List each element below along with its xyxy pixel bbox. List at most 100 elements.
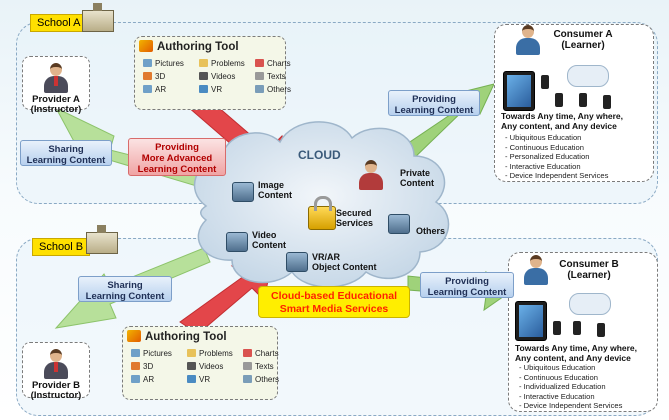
video-icon [187, 362, 196, 370]
school-a-building-icon [82, 3, 114, 32]
school-a-tag: School A [30, 14, 88, 32]
school-b-building-icon [86, 225, 118, 254]
list-item: - Individualized Education [519, 382, 606, 392]
vr-icon [199, 85, 208, 93]
video-icon [199, 72, 208, 80]
tool-item-charts: Charts [255, 59, 307, 68]
image-content-icon [232, 182, 254, 202]
tool-item-videos: Videos [187, 362, 243, 371]
authoring-tool-a: Authoring Tool Pictures Problems Charts … [134, 36, 291, 110]
phone-icon [541, 75, 549, 89]
learner-icon [523, 255, 549, 285]
list-item: - Device Independent Services [519, 401, 623, 411]
provider-b-name: Provider B [31, 380, 81, 391]
lock-icon [308, 196, 336, 230]
tool-item-vr: VR [199, 85, 255, 94]
3d-icon [143, 72, 152, 80]
list-item: - Personalized Education [505, 152, 590, 162]
provider-a-role: (Instructor) [30, 104, 82, 115]
consumer-b-features: - Ubiquitous Education - Continuous Educ… [519, 363, 622, 411]
authoring-tool-b-items: Pictures Problems Charts 3D Videos Texts… [131, 349, 295, 384]
list-item: - Interactive Education [519, 391, 595, 401]
list-item: - Ubiquitous Education [505, 133, 582, 142]
cloud-network-icon [569, 293, 611, 315]
tool-item-texts: Texts [243, 362, 295, 371]
ar-icon [131, 375, 140, 383]
others-icon [243, 375, 252, 383]
authoring-tool-b: Authoring Tool Pictures Problems Charts … [122, 326, 279, 400]
tool-item-texts: Texts [255, 72, 307, 81]
vrar-content-icon [286, 252, 308, 272]
phone-icon [603, 95, 611, 109]
ar-icon [143, 85, 152, 93]
provider-b: Provider B (Instructor) [22, 342, 90, 401]
problem-icon [187, 349, 196, 357]
instructor-icon [43, 349, 69, 379]
phone-icon [573, 321, 581, 335]
consumer-a-title: Consumer A (Learner) [553, 29, 613, 51]
tool-item-pictures: Pictures [143, 59, 199, 68]
tool-item-vr: VR [187, 375, 243, 384]
instructor-icon [43, 63, 69, 93]
vr-icon [187, 375, 196, 383]
private-user-icon [358, 160, 384, 190]
picture-icon [143, 59, 152, 67]
learner-icon [515, 25, 541, 55]
tablet-icon [515, 301, 547, 341]
tool-item-others: Others [255, 85, 307, 94]
pen-tool-icon [127, 330, 141, 342]
consumer-a-headline: Towards Any time, Any where, Any content… [501, 111, 624, 131]
others-server-icon [388, 214, 410, 234]
school-b-label: School B [39, 241, 84, 253]
text-icon [255, 72, 264, 80]
phone-icon [579, 93, 587, 107]
consumer-b-headline: Towards Any time, Any where, Any content… [515, 343, 638, 363]
provider-b-role: (Instructor) [30, 390, 82, 401]
tool-item-3d: 3D [131, 362, 187, 371]
list-item: - Continuous Education [519, 372, 598, 382]
provider-a-name: Provider A [32, 94, 80, 105]
authoring-tool-a-items: Pictures Problems Charts 3D Videos Texts… [143, 59, 307, 94]
pen-tool-icon [139, 40, 153, 52]
cloud-network-icon [567, 65, 609, 87]
tablet-icon [503, 71, 535, 111]
tool-item-problems: Problems [187, 349, 243, 358]
phone-icon [555, 93, 563, 107]
tool-item-charts: Charts [243, 349, 295, 358]
others-icon [255, 85, 264, 93]
consumer-a: Consumer A (Learner) Towards Any time, A… [494, 24, 654, 182]
tool-item-ar: AR [143, 85, 199, 94]
problem-icon [199, 59, 208, 67]
consumer-b: Consumer B (Learner) Towards Any time, A… [508, 252, 658, 412]
chart-icon [255, 59, 264, 67]
tool-item-others: Others [243, 375, 295, 384]
consumer-b-title: Consumer B (Learner) [559, 259, 619, 281]
authoring-tool-b-title: Authoring Tool [127, 330, 227, 343]
phone-icon [553, 321, 561, 335]
chart-icon [243, 349, 252, 357]
video-content-icon [226, 232, 248, 252]
list-item: - Continuous Education [505, 142, 584, 152]
picture-icon [131, 349, 140, 357]
tool-item-pictures: Pictures [131, 349, 187, 358]
authoring-tool-a-title: Authoring Tool [139, 40, 239, 53]
list-item: - Device Independent Services [505, 171, 609, 181]
phone-icon [597, 323, 605, 337]
tool-item-ar: AR [131, 375, 187, 384]
tool-item-problems: Problems [199, 59, 255, 68]
others-content: Others [416, 226, 446, 236]
tool-item-3d: 3D [143, 72, 199, 81]
cloud-title: CLOUD [298, 148, 341, 162]
provider-a: Provider A (Instructor) [22, 56, 90, 115]
